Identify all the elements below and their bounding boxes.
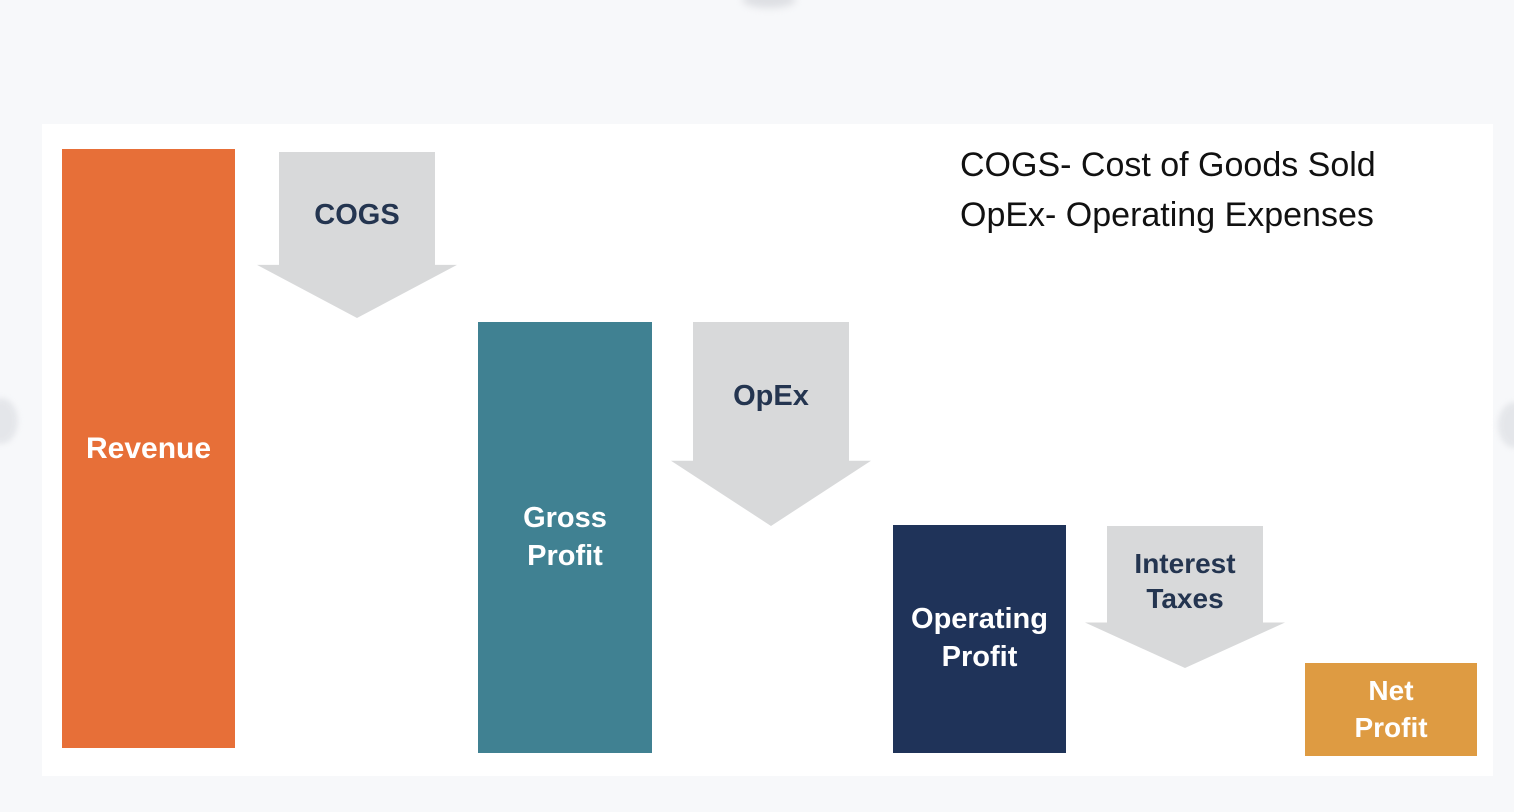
left-edge-artifact xyxy=(0,398,18,444)
abbreviation-key-opex: OpEx- Operating Expenses xyxy=(960,196,1374,234)
arrow-label-cogs: COGS xyxy=(314,197,399,233)
bar-revenue: Revenue xyxy=(62,149,235,748)
abbreviation-key: COGS- Cost of Goods Sold OpEx- Operating… xyxy=(960,140,1376,240)
arrow-label-cogs-text: COGS xyxy=(314,198,400,231)
arrow-label-opex: OpEx xyxy=(733,378,809,414)
bar-label-gross-profit: Gross Profit xyxy=(523,500,607,575)
arrow-label-opex-text: OpEx xyxy=(733,380,809,413)
bar-gross-profit: Gross Profit xyxy=(478,322,652,753)
abbreviation-key-cogs: COGS- Cost of Goods Sold xyxy=(960,146,1376,184)
bar-label-net-line2: Profit xyxy=(1354,711,1428,743)
arrow-label-interest-line1: Interest xyxy=(1134,548,1236,579)
bar-label-gross-line1: Gross xyxy=(523,501,607,534)
bar-label-net-profit: Net Profit xyxy=(1354,673,1427,746)
arrow-label-interest-line2: Taxes xyxy=(1146,583,1224,614)
bar-label-operating-line1: Operating xyxy=(911,603,1048,636)
bar-label-gross-line2: Profit xyxy=(527,539,603,572)
top-edge-smudge-artifact xyxy=(742,0,796,8)
bar-label-net-line1: Net xyxy=(1368,675,1414,707)
bar-net-profit: Net Profit xyxy=(1305,663,1477,756)
bar-label-revenue-text: Revenue xyxy=(85,432,212,465)
bar-label-revenue: Revenue xyxy=(86,429,211,468)
bar-label-operating-line2: Profit xyxy=(941,641,1018,673)
arrow-label-interest-taxes: Interest Taxes xyxy=(1134,546,1235,616)
bar-label-operating-profit: Operating Profit xyxy=(911,601,1048,676)
bar-operating-profit: Operating Profit xyxy=(893,525,1066,753)
right-edge-artifact xyxy=(1498,402,1514,448)
